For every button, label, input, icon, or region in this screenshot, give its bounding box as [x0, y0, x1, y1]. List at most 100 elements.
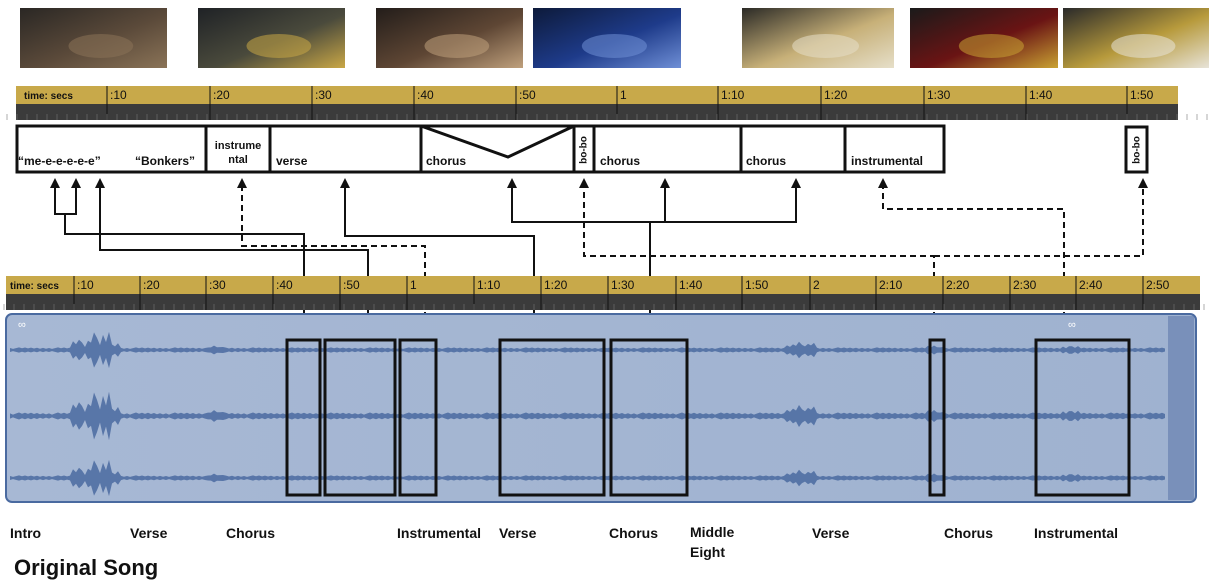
track-end-shade: [1168, 316, 1194, 500]
video-segment-label: chorus: [426, 154, 466, 168]
ruler-tick-label: 1:50: [745, 278, 769, 292]
ruler-tick-label: 2:20: [946, 278, 970, 292]
song-section-label: Chorus: [609, 525, 658, 541]
highlight-box: [498, 338, 606, 497]
ruler-tick-label: 2:50: [1146, 278, 1170, 292]
song-section-label: Instrumental: [397, 525, 481, 541]
ruler-tick-label: 2:30: [1013, 278, 1037, 292]
connector-dashed: [934, 178, 1148, 257]
video-segment-box: [15, 124, 208, 174]
video-segment-label: chorus: [600, 154, 640, 168]
thumbnail-highlight: [581, 34, 647, 58]
loop-icon-right: ∞: [1068, 319, 1076, 331]
thumbnail-highlight: [424, 34, 490, 58]
song-section-label: Intro: [10, 525, 41, 541]
ruler-tick-label: :40: [417, 88, 434, 102]
video-segment-label: “Bonkers”: [135, 154, 195, 168]
song-section-label: Chorus: [226, 525, 275, 541]
ruler-tick-label: 1:10: [477, 278, 501, 292]
ruler-tick-label: 2:40: [1079, 278, 1103, 292]
waveform-channel: [10, 331, 1165, 369]
highlight-box: [928, 338, 946, 497]
song-section-label: Verse: [499, 525, 537, 541]
waveform-channel: [10, 459, 1165, 497]
highlight-box: [398, 338, 438, 497]
connector-solid: [50, 178, 305, 338]
thumbnail-highlight: [958, 34, 1024, 58]
bottom-ruler-under: [6, 294, 1200, 310]
ruler-tick-label: :10: [77, 278, 94, 292]
connector-solid: [65, 178, 81, 215]
bottom-ruler-label: time: secs: [10, 281, 59, 292]
bottom-ruler-bar: [6, 276, 1200, 294]
waveform-background: [5, 313, 1197, 503]
ruler-tick-label: :50: [519, 88, 536, 102]
song-section-label: Middle: [690, 524, 735, 540]
song-section-label: Instrumental: [1034, 525, 1118, 541]
video-segment-box: [739, 124, 847, 174]
video-segment-label: “me-e-e-e-e-e”: [18, 154, 101, 168]
video-segment-label: bo-bo: [1132, 136, 1143, 164]
ruler-tick-label: 1:10: [721, 88, 745, 102]
song-section-label: Verse: [812, 525, 850, 541]
ruler-tick-label: 2:10: [879, 278, 903, 292]
song-section-label: Verse: [130, 525, 168, 541]
ruler-tick-label: :20: [143, 278, 160, 292]
highlight-box: [323, 338, 397, 497]
song-section-label: Chorus: [944, 525, 993, 541]
ruler-tick-label: 1:20: [824, 88, 848, 102]
top-ruler-label: time: secs: [24, 91, 73, 102]
top-ruler-under: [16, 104, 1178, 120]
thumbnail-highlight: [792, 34, 860, 58]
highlight-box: [1034, 338, 1131, 497]
ruler-tick-label: :50: [343, 278, 360, 292]
top-ruler-bar: [16, 86, 1178, 104]
video-segment-label: instrume: [215, 140, 261, 152]
thumbnail-highlight: [1111, 34, 1176, 58]
ruler-tick-label: 1: [620, 88, 627, 102]
waveform-channel: [10, 391, 1165, 441]
ruler-tick-label: :30: [315, 88, 332, 102]
connector-solid: [650, 178, 801, 223]
video-thumbnails: [20, 8, 1209, 68]
video-segment-box: [843, 124, 946, 174]
caption: Original Song: [14, 555, 158, 580]
ruler-tick-label: :10: [110, 88, 127, 102]
top-timeline-ruler: time: secs :10 :20 :30 :40 :50 1 1:10 1:20 1:30 1…: [6, 86, 1208, 120]
video-segment-label: ntal: [228, 154, 248, 166]
highlight-boxes: [285, 338, 1131, 497]
video-segment-label: verse: [276, 154, 308, 168]
video-segment-label: chorus: [746, 154, 786, 168]
ruler-tick-label: 1:50: [1130, 88, 1154, 102]
ruler-tick-label: 1:30: [611, 278, 635, 292]
ruler-tick-label: 1:40: [679, 278, 703, 292]
ruler-tick-label: :20: [213, 88, 230, 102]
waveform-traces: [10, 331, 1165, 497]
song-section-label: Eight: [690, 544, 725, 560]
ruler-tick-label: 1:40: [1029, 88, 1053, 102]
ruler-tick-label: :30: [209, 278, 226, 292]
video-segment-label: instrumental: [851, 154, 923, 168]
connector-dashed: [878, 178, 1065, 338]
video-segment-box: [1124, 125, 1149, 174]
ruler-tick-label: :40: [276, 278, 293, 292]
thumbnail-highlight: [68, 34, 134, 58]
video-segment-label: bo-bo: [579, 136, 590, 164]
chorus-v-shape: [420, 124, 575, 159]
ruler-tick-label: 1: [410, 278, 417, 292]
ruler-tick-label: 2: [813, 278, 820, 292]
ruler-tick-label: 1:30: [927, 88, 951, 102]
highlight-box: [609, 338, 689, 497]
audio-waveform: ∞ ∞: [5, 313, 1197, 503]
top-ruler-ticks: :10 :20 :30 :40 :50 1 1:10 1:20 1:30 1:40 1:50: [6, 86, 1208, 120]
thumbnail-highlight: [246, 34, 312, 58]
loop-icon-left: ∞: [18, 319, 26, 331]
video-segment-box: [204, 124, 272, 174]
song-section-labels: Intro Verse Chorus Instrumental Verse Chorus M…: [10, 524, 1118, 560]
highlight-box: [285, 338, 322, 497]
